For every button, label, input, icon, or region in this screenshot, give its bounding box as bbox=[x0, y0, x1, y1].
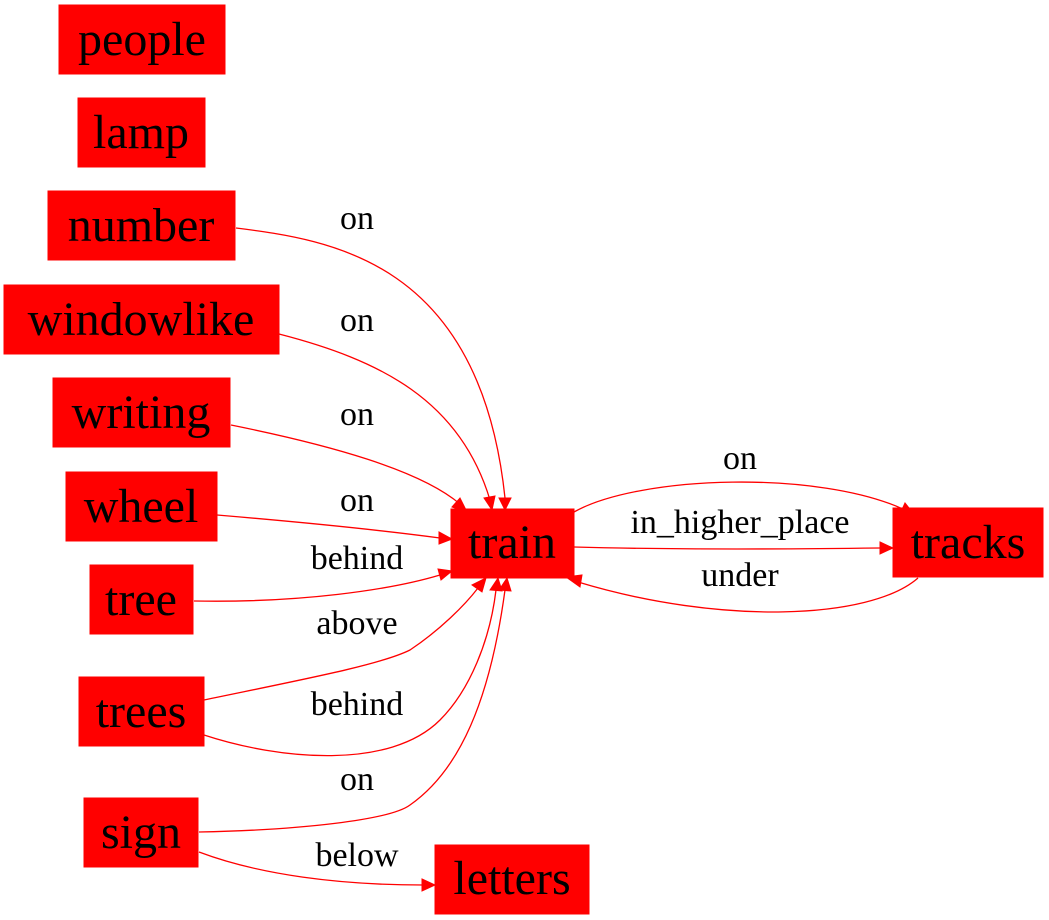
edge-tracks-train-under: under bbox=[564, 557, 919, 613]
node-tracks: tracks bbox=[892, 507, 1044, 578]
edge-train-tracks-on: on bbox=[573, 440, 914, 515]
node-lamp: lamp bbox=[77, 97, 206, 168]
edge-label: on bbox=[340, 302, 374, 339]
edge-label: on bbox=[340, 482, 374, 519]
node-letters: letters bbox=[434, 844, 590, 915]
edge-label: on bbox=[723, 440, 757, 477]
edge-train-tracks-in-higher-place: in_higher_place bbox=[573, 504, 895, 555]
edge-sign-train: on bbox=[198, 576, 512, 833]
edge-label: behind bbox=[311, 540, 404, 577]
edge-windowlike-train: on bbox=[278, 302, 496, 512]
node-label: wheel bbox=[84, 480, 199, 533]
edge-label: on bbox=[340, 200, 374, 237]
node-writing: writing bbox=[52, 377, 231, 448]
node-train: train bbox=[450, 508, 575, 579]
edge-sign-letters: below bbox=[198, 837, 437, 892]
edge-trees-train-behind: behind bbox=[203, 576, 503, 757]
edge-label: on bbox=[340, 761, 374, 798]
node-label: letters bbox=[453, 852, 570, 905]
node-label: writing bbox=[72, 386, 211, 439]
edge-label: behind bbox=[311, 686, 404, 723]
edge-label: on bbox=[340, 396, 374, 433]
edges: on on on on behind above bbox=[193, 200, 919, 892]
nodes: people lamp number windowlike writing wh… bbox=[3, 4, 1044, 915]
node-label: people bbox=[78, 13, 206, 66]
edge-tree-train: behind bbox=[193, 540, 454, 602]
edge-label: below bbox=[315, 837, 399, 874]
node-tree: tree bbox=[89, 564, 194, 635]
node-people: people bbox=[58, 4, 226, 75]
edge-wheel-train: on bbox=[216, 482, 454, 545]
node-label: sign bbox=[101, 806, 181, 859]
node-label: number bbox=[68, 199, 215, 252]
edge-label: under bbox=[701, 557, 779, 594]
edge-label: in_higher_place bbox=[630, 504, 849, 541]
node-label: trees bbox=[96, 685, 187, 738]
node-trees: trees bbox=[78, 676, 205, 747]
edge-trees-train-above: above bbox=[203, 577, 487, 701]
node-label: lamp bbox=[93, 106, 189, 159]
node-windowlike: windowlike bbox=[3, 284, 280, 355]
node-label: train bbox=[468, 516, 556, 569]
node-sign: sign bbox=[83, 797, 199, 868]
node-label: windowlike bbox=[28, 293, 255, 346]
node-number: number bbox=[47, 190, 236, 261]
node-wheel: wheel bbox=[65, 471, 218, 542]
edge-number-train: on bbox=[235, 200, 512, 512]
node-label: tree bbox=[105, 573, 177, 626]
node-label: tracks bbox=[911, 516, 1026, 569]
edge-label: above bbox=[316, 605, 397, 642]
